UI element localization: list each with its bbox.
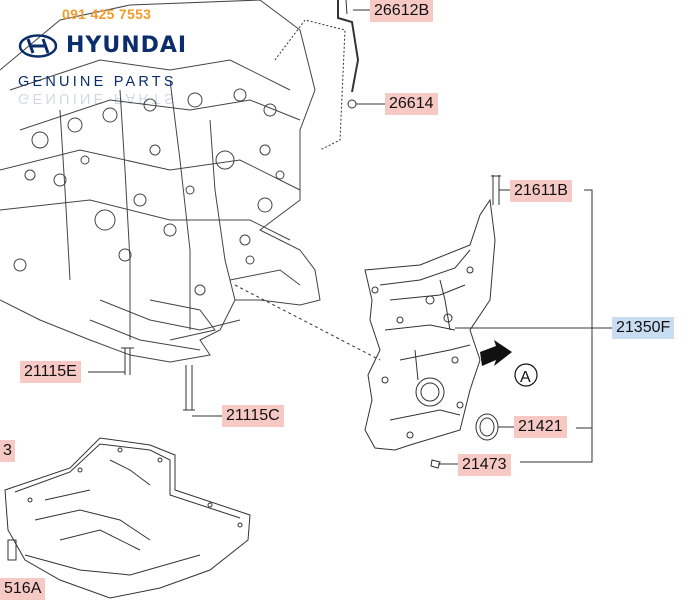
callout-26614[interactable]: 26614 bbox=[385, 93, 438, 115]
timing-cover bbox=[364, 198, 496, 451]
brand-logo: HYUNDAI bbox=[18, 33, 187, 58]
callout-partial-3[interactable]: 3 bbox=[0, 440, 15, 462]
hyundai-emblem-icon bbox=[18, 33, 58, 58]
phone-number: 091 425 7553 bbox=[62, 6, 152, 22]
callout-21473[interactable]: 21473 bbox=[458, 454, 511, 476]
callout-26612B[interactable]: 26612B bbox=[370, 0, 434, 22]
callout-516A[interactable]: 516A bbox=[0, 578, 46, 600]
dipstick-tube bbox=[337, 0, 360, 93]
callout-21421[interactable]: 21421 bbox=[514, 416, 567, 438]
callout-21350F[interactable]: 21350F bbox=[612, 317, 675, 339]
callout-21611B[interactable]: 21611B bbox=[510, 180, 572, 202]
tagline-reflection: GENUINE PARTS bbox=[18, 92, 177, 106]
callout-21115C[interactable]: 21115C bbox=[222, 405, 284, 427]
callout-21115E[interactable]: 21115E bbox=[20, 361, 81, 383]
brand-tagline: GENUINE PARTS bbox=[18, 74, 177, 90]
oil-pan bbox=[4, 437, 251, 599]
brand-name: HYUNDAI bbox=[66, 33, 188, 58]
view-a-arrow bbox=[480, 340, 538, 387]
view-a-label: A bbox=[520, 369, 531, 386]
engine-block bbox=[0, 0, 321, 363]
